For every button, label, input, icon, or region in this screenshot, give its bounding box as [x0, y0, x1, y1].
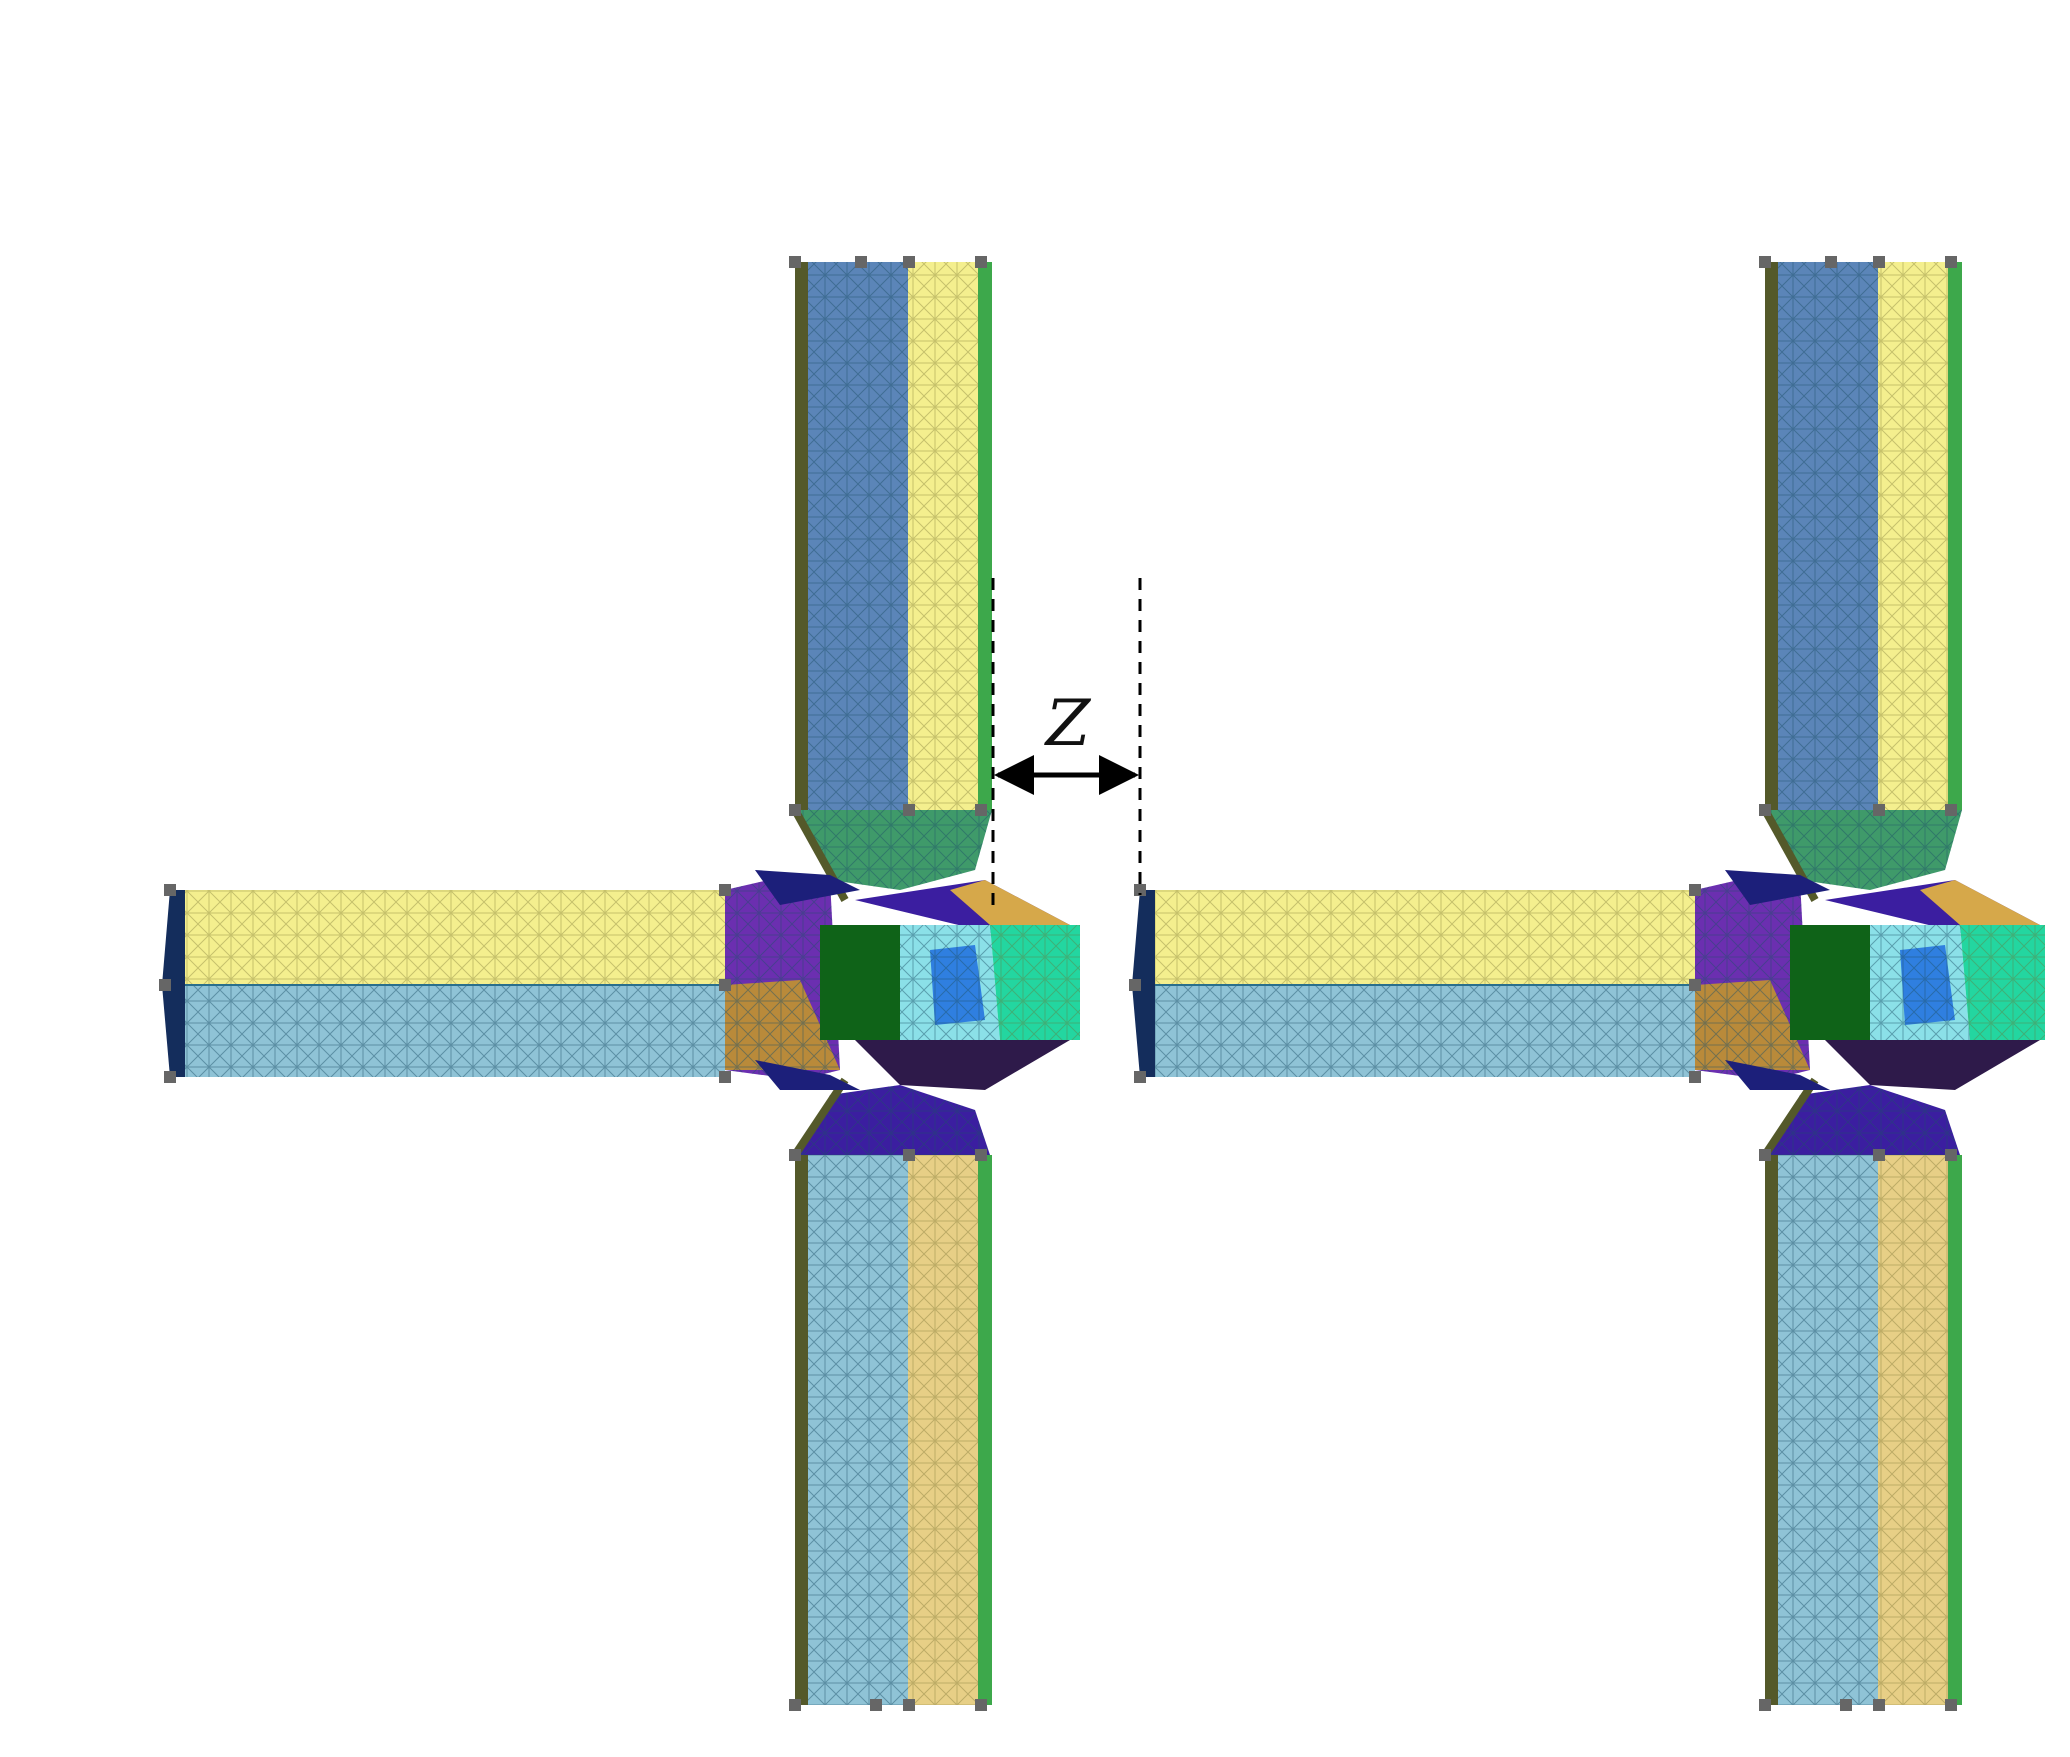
left-joint-model	[159, 256, 1080, 1711]
left-horizontal-member	[162, 890, 725, 1077]
right-bottom-member	[1761, 1077, 1962, 1705]
right-joint-model	[1129, 256, 2045, 1711]
dimension-z: Z	[991, 578, 1142, 905]
left-node-block	[725, 870, 1080, 1090]
right-horizontal-member	[1132, 890, 1695, 1077]
left-top-member	[791, 262, 992, 902]
right-mesh-nodes	[1129, 256, 1957, 1711]
dimension-label: Z	[1044, 687, 1092, 761]
left-mesh-nodes	[159, 256, 987, 1711]
right-top-member	[1761, 262, 1962, 902]
left-bottom-member	[791, 1077, 992, 1705]
right-node-block	[1695, 870, 2045, 1090]
